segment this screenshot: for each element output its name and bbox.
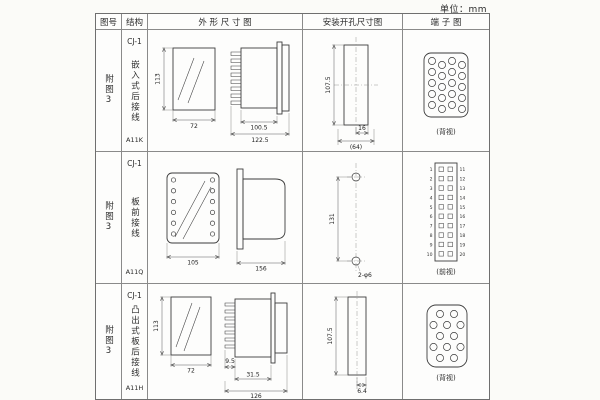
terminal-number: 6: [430, 214, 433, 220]
spec-table: 图号 结构 外 形 尺 寸 图 安装开孔尺寸图 端 子 图 附图3 CJ-1 嵌…: [95, 13, 490, 400]
side-view: 9.5 31.5 126: [223, 292, 288, 399]
terminal-number: 10: [427, 251, 433, 257]
structure-label: 嵌入式后接线: [129, 59, 140, 123]
dim-pins: 9.5: [225, 358, 235, 365]
dim-total: 122.5: [251, 137, 268, 144]
model-label: CJ-1: [127, 159, 142, 168]
dim-height: 113: [153, 320, 160, 332]
terminal-number: 3: [430, 186, 433, 192]
figure-cell-row2: 附图3: [96, 152, 122, 284]
dim-mid: 31.5: [246, 371, 260, 378]
structure-cell-row2: CJ-1 板前接线 A11Q: [122, 152, 148, 284]
side-view: 156: [235, 168, 286, 272]
outline-cell-row1: 113 72 100.5 122.5: [148, 30, 303, 152]
structure-label: 板前接线: [129, 197, 140, 239]
terminal-drawing-a11k: [423, 52, 469, 117]
install-cell-row2: 131 2-φ6: [303, 152, 403, 284]
terminal-number: 19: [460, 242, 466, 248]
dim-cutout-height: 107.5: [327, 327, 334, 344]
terminal-view-label: (背视): [436, 373, 456, 382]
code-label: A11H: [125, 384, 144, 392]
code-label: A11Q: [125, 268, 144, 276]
dim-total: 126: [250, 393, 262, 399]
dim-width: 72: [190, 123, 198, 130]
terminal-view-label: (背视): [436, 127, 456, 136]
terminal-number: 12: [460, 176, 466, 182]
terminal-number: 18: [460, 233, 466, 239]
figure-no: 附图3: [103, 325, 114, 358]
dim-width: 105: [187, 259, 199, 266]
terminal-number: 17: [460, 223, 466, 229]
outline-drawing-a11k: 113 72 100.5 122.5: [154, 41, 290, 144]
structure-cell-row3: CJ-1 凸出式板后接线 A11H: [122, 284, 148, 399]
terminal-number: 9: [430, 242, 433, 248]
terminal-number: 4: [430, 195, 433, 201]
figure-no: 附图3: [103, 74, 114, 107]
hole-spec-label: 2-φ6: [358, 272, 372, 279]
dim-cutout-height: 107.5: [325, 76, 332, 93]
model-label: CJ-1: [127, 37, 142, 46]
structure-cell-row1: CJ-1 嵌入式后接线 A11K: [122, 30, 148, 152]
install-drawing-a11q: 131 2-φ6: [329, 162, 372, 279]
figure-cell-row1: 附图3: [96, 30, 122, 152]
header-terminal: 端 子 图: [403, 14, 489, 30]
dim-w1: 16: [358, 125, 366, 132]
terminal-number: 2: [430, 176, 433, 182]
front-view: 113 72: [154, 46, 216, 130]
figure-no: 附图3: [103, 201, 114, 234]
dim-w1: 6.4: [357, 388, 367, 395]
terminal-holes: [429, 309, 465, 362]
terminal-cell-row2: 1 2 3 4 5 6 7 8 9 10 11 12 13 14 15 16 1…: [403, 152, 489, 284]
structure-label: 凸出式板后接线: [129, 305, 140, 379]
terminal-number: 14: [460, 195, 466, 201]
front-view: 113 72: [153, 295, 212, 374]
terminal-number: 16: [460, 214, 466, 220]
header-figure-no: 图号: [96, 14, 122, 30]
terminal-view-label: (前视): [436, 267, 456, 276]
terminal-number: 11: [460, 167, 466, 173]
dim-hole-spacing: 131: [329, 213, 336, 225]
header-structure: 结构: [122, 14, 148, 30]
terminal-contacts: [438, 166, 453, 256]
unit-label: 单位：mm: [439, 5, 487, 15]
install-drawing-a11h: 107.5 6.4: [327, 290, 367, 395]
outline-drawing-a11h: 113 72 9.5 31.5 126: [153, 292, 288, 399]
dim-height: 113: [154, 73, 161, 85]
code-label: A11K: [126, 136, 143, 144]
front-view: 105: [165, 172, 220, 266]
terminal-number: 1: [430, 167, 433, 173]
terminal-number: 7: [430, 223, 433, 229]
install-cell-row1: 107.5 16 (64): [303, 30, 403, 152]
terminal-number: 13: [460, 186, 466, 192]
terminal-number: 20: [460, 251, 466, 257]
terminal-cell-row3: (背视): [403, 284, 489, 399]
terminal-numbers: 1 2 3 4 5 6 7 8 9 10 11 12 13 14 15 16 1…: [427, 167, 466, 258]
outline-cell-row2: 105 156: [148, 152, 303, 284]
header-install-dims: 安装开孔尺寸图: [303, 14, 403, 30]
dim-total: 156: [255, 265, 267, 272]
side-view: 100.5 122.5: [229, 41, 290, 144]
terminal-number: 5: [430, 204, 433, 210]
outline-drawing-a11q: 105 156: [165, 168, 286, 272]
install-drawing-a11k: 107.5 16 (64): [325, 36, 378, 151]
figure-cell-row3: 附图3: [96, 284, 122, 399]
terminal-cell-row1: (背视): [403, 30, 489, 152]
terminal-number: 15: [460, 204, 466, 210]
install-cell-row3: 107.5 6.4: [303, 284, 403, 399]
terminal-number: 8: [430, 233, 433, 239]
terminal-holes: [428, 56, 466, 113]
dim-body: 100.5: [250, 124, 267, 131]
outline-cell-row3: 113 72 9.5 31.5 126: [148, 284, 303, 399]
dim-width: 72: [187, 367, 195, 374]
header-outline-dims: 外 形 尺 寸 图: [148, 14, 303, 30]
model-label: CJ-1: [127, 291, 142, 300]
terminal-drawing-a11q: 1 2 3 4 5 6 7 8 9 10 11 12 13 14 15 16 1…: [427, 162, 466, 261]
dim-w2: (64): [349, 144, 361, 151]
terminal-drawing-a11h: [426, 304, 468, 367]
